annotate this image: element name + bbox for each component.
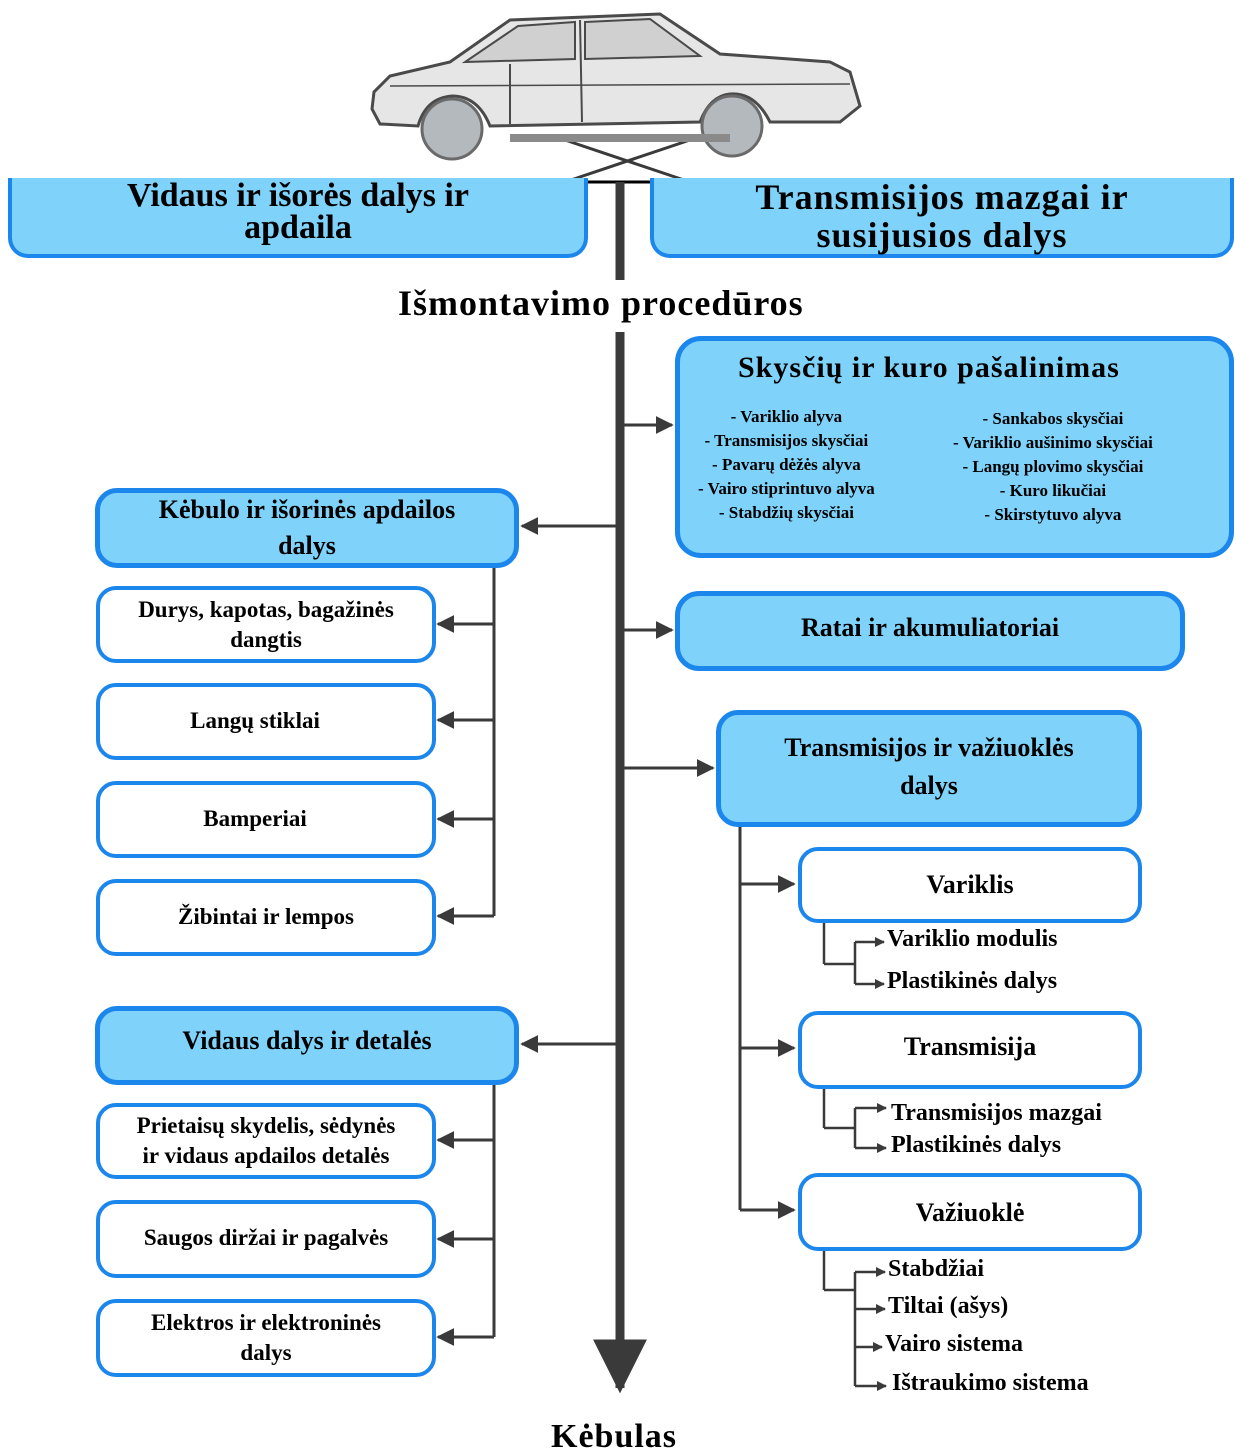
engine-item: Variklio modulis: [887, 926, 1058, 952]
fluid-item: - Skirstytuvo alyva: [984, 505, 1122, 524]
fluid-fuel-removal-box: Skysčių ir kuro pašalinimas - Variklio a…: [675, 336, 1234, 558]
box-line: Saugos diržai ir pagalvės: [143, 1225, 389, 1250]
box-label: Vidaus dalys ir detalės: [182, 1026, 432, 1055]
fluid-item: - Langų plovimo skysčiai: [962, 457, 1144, 476]
seatbelts-airbags-box: Saugos diržai ir pagalvės: [96, 1200, 436, 1278]
box-line: dalys: [900, 771, 958, 800]
bumpers-box: Bamperiai: [96, 781, 436, 858]
interior-exterior-parts-box: Vidaus ir išorės dalys ir apdaila: [8, 178, 588, 258]
body-exterior-trim-box: Kėbulo ir išorinės apdailos dalys: [95, 488, 519, 568]
transmission-assemblies-box: Transmisijos mazgai ir susijusios dalys: [650, 178, 1234, 258]
box-line: dangtis: [230, 626, 302, 652]
engine-item: Plastikinės dalys: [887, 968, 1058, 994]
box-line: Elektros ir elektroninės: [151, 1310, 381, 1335]
fluid-item: - Vairo stiprintuvo alyva: [698, 479, 875, 498]
fluid-box-title: Skysčių ir kuro pašalinimas: [738, 351, 1120, 384]
wheels-batteries-box: Ratai ir akumuliatoriai: [675, 591, 1185, 671]
fluid-item: - Variklio alyva: [730, 407, 843, 426]
box-line: Durys, kapotas, bagažinės: [138, 596, 394, 622]
box-line: Langų stiklai: [190, 708, 320, 733]
box-line: Žibintai ir lempos: [178, 904, 354, 929]
car-illustration: [370, 12, 862, 161]
doors-hood-trunk-box: Durys, kapotas, bagažinės dangtis: [96, 586, 436, 663]
box-line: ir vidaus apdailos detalės: [142, 1143, 390, 1168]
box-label: Variklis: [926, 870, 1014, 899]
transmission-item: Plastikinės dalys: [891, 1132, 1062, 1158]
box-line: dalys: [240, 1340, 292, 1365]
fluid-list-left: - Variklio alyva - Transmisijos skysčiai…: [698, 405, 875, 525]
chassis-item: Stabdžiai: [888, 1256, 985, 1282]
drivetrain-chassis-box: Transmisijos ir važiuoklės dalys: [716, 710, 1142, 827]
box-line: dalys: [278, 531, 336, 560]
transmission-box: Transmisija: [798, 1011, 1142, 1089]
transmission-item: Transmisijos mazgai: [891, 1100, 1102, 1126]
dashboard-seats-box: Prietaisų skydelis, sėdynės ir vidaus ap…: [96, 1103, 436, 1179]
box-line: susijusios dalys: [816, 215, 1068, 255]
fluid-list-right: - Sankabos skysčiai - Variklio aušinimo …: [953, 407, 1153, 527]
box-label: Transmisija: [903, 1032, 1037, 1061]
fluid-item: - Pavarų dėžės alyva: [712, 455, 861, 474]
body-shell-label: Kėbulas: [551, 1418, 678, 1455]
fluid-item: - Sankabos skysčiai: [982, 409, 1124, 428]
box-line: Transmisijos mazgai ir: [755, 177, 1129, 217]
fluid-item: - Kuro likučiai: [999, 481, 1107, 500]
electrical-electronic-box: Elektros ir elektroninės dalys: [96, 1299, 436, 1377]
chassis-item: Tiltai (ašys): [888, 1293, 1009, 1319]
fluid-item: - Transmisijos skysčiai: [704, 431, 869, 450]
box-label: Ratai ir akumuliatoriai: [800, 612, 1060, 642]
interior-parts-box: Vidaus dalys ir detalės: [95, 1006, 519, 1085]
box-line: apdaila: [244, 209, 352, 246]
engine-box: Variklis: [798, 847, 1142, 923]
box-line: Transmisijos ir važiuoklės: [784, 733, 1074, 762]
box-label: Važiuoklė: [915, 1198, 1025, 1227]
page-title: Išmontavimo procedūros: [398, 283, 804, 323]
box-line: Bamperiai: [203, 806, 307, 831]
fluid-item: - Variklio aušinimo skysčiai: [953, 433, 1153, 452]
box-line: Prietaisų skydelis, sėdynės: [136, 1113, 396, 1138]
box-line: Vidaus ir išorės dalys ir: [127, 177, 469, 214]
chassis-item: Vairo sistema: [885, 1331, 1023, 1357]
chassis-item: Ištraukimo sistema: [892, 1370, 1089, 1396]
lights-lamps-box: Žibintai ir lempos: [96, 879, 436, 956]
box-line: Kėbulo ir išorinės apdailos: [158, 495, 456, 524]
fluid-item: - Stabdžių skysčiai: [718, 503, 854, 522]
window-glass-box: Langų stiklai: [96, 683, 436, 760]
chassis-box: Važiuoklė: [798, 1173, 1142, 1251]
